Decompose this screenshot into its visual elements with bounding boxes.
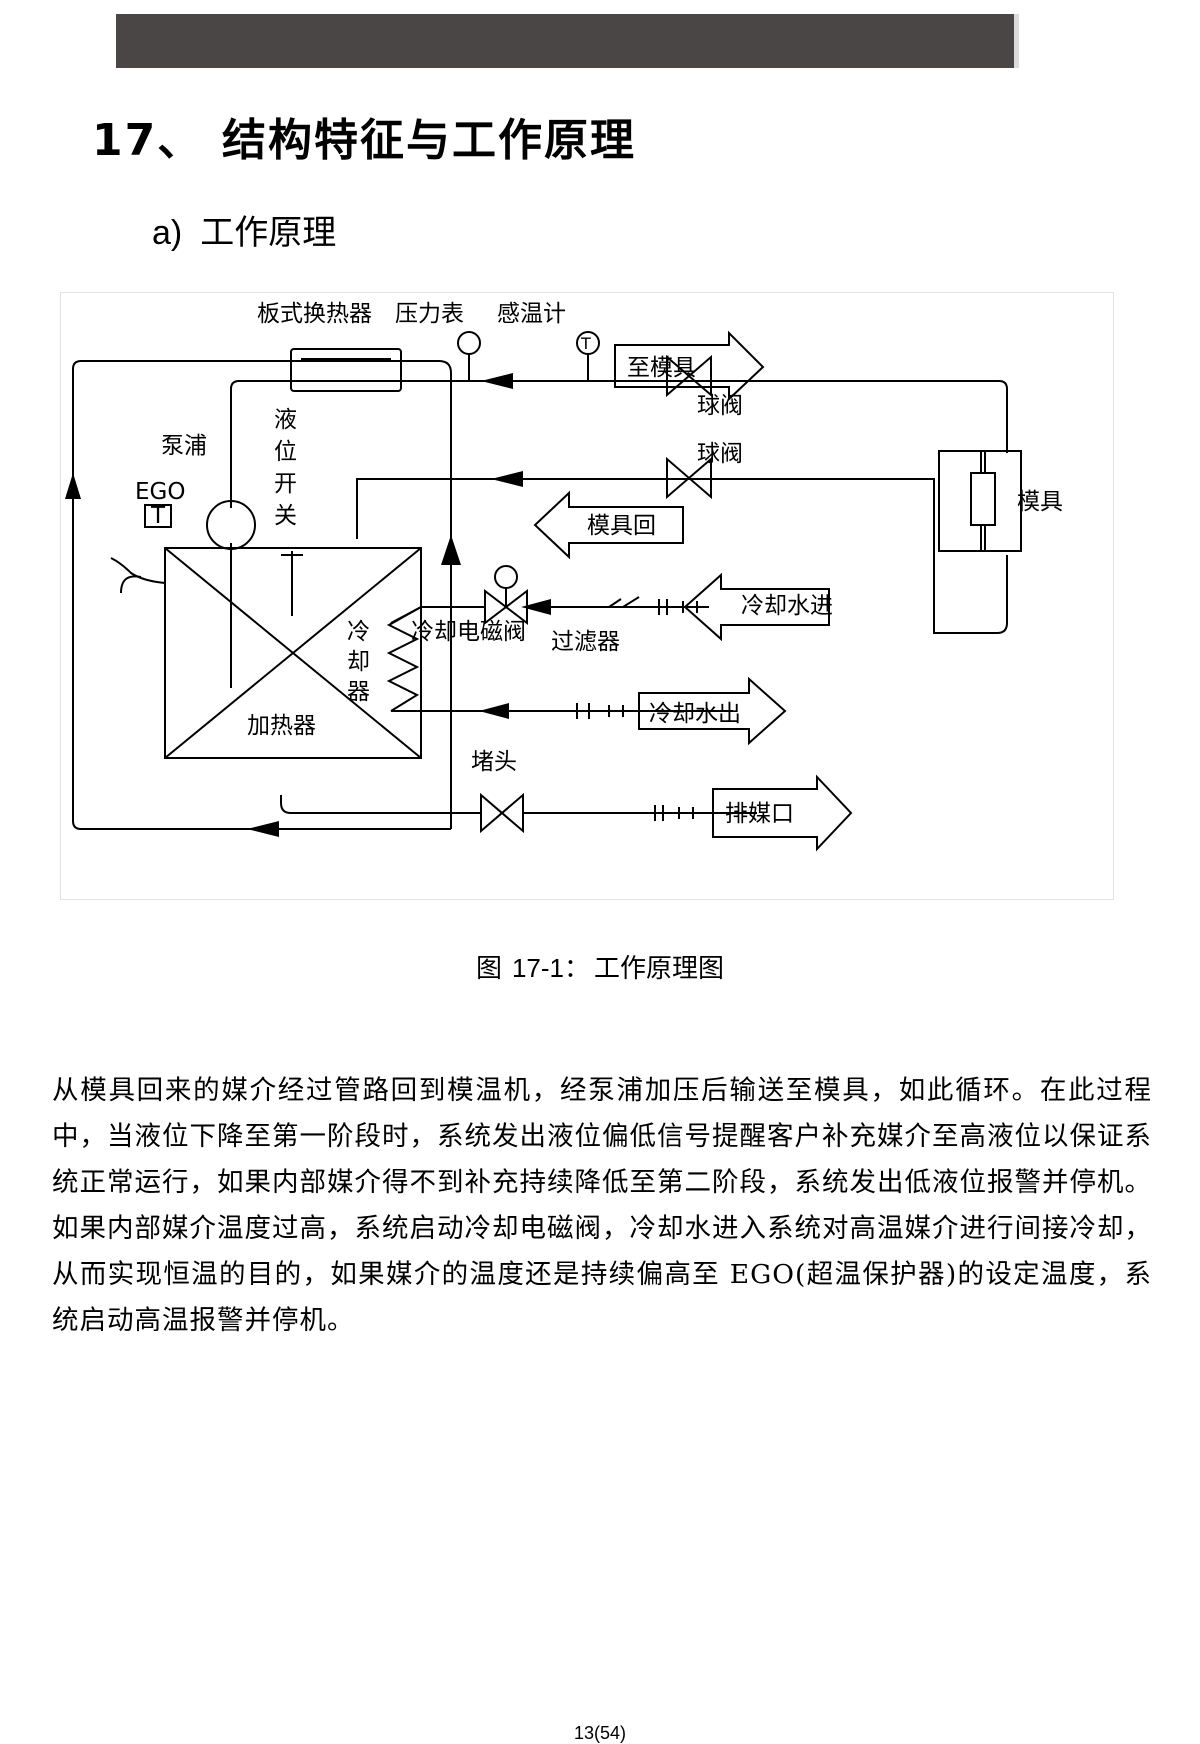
subsection-title: a) 工作原理 <box>152 205 336 254</box>
diagram-svg: 板式换热器 压力表 感温计 至模具 球阀 球阀 泵浦 液 位 开 关 EGO T… <box>65 301 1063 852</box>
label-cooler-2: 却 <box>347 649 370 675</box>
label-cooler-3: 器 <box>347 679 370 705</box>
label-pump: 泵浦 <box>161 433 207 459</box>
label-cooling-water-in: 冷却水进 <box>741 593 833 619</box>
caption-text: 工作原理图 <box>594 954 725 984</box>
label-plate-heat-exchanger: 板式换热器 <box>257 301 372 327</box>
label-ball-valve-top: 球阀 <box>697 393 743 419</box>
label-heater: 加热器 <box>247 713 316 739</box>
subsection-title-text: 工作原理 <box>200 213 337 253</box>
section-title: 17、结构特征与工作原理 <box>92 104 636 168</box>
label-level-switch-2: 位 <box>274 439 297 465</box>
subsection-letter: a) <box>152 214 183 252</box>
label-mold-return: 模具回 <box>587 513 656 539</box>
label-pressure-gauge: 压力表 <box>395 301 464 327</box>
section-number: 17、 <box>92 115 204 166</box>
body-paragraph: 从模具回来的媒介经过管路回到模温机，经泵浦加压后输送至模具，如此循环。在此过程中… <box>52 1075 1152 1336</box>
label-cooler-1: 冷 <box>347 619 370 645</box>
caption-prefix: 图 <box>475 954 502 984</box>
label-to-mold: 至模具 <box>627 355 696 381</box>
label-cooling-solenoid: 冷却电磁阀 <box>411 619 526 645</box>
label-plug: 堵头 <box>471 749 517 775</box>
label-level-switch-1: 液 <box>274 407 297 433</box>
label-cooling-water-out: 冷却水出 <box>649 701 741 727</box>
figure-caption: 图 17-1：工作原理图 <box>0 948 1200 985</box>
label-level-switch-4: 关 <box>274 503 297 529</box>
page-number: 13(54) <box>573 1723 627 1743</box>
label-thermometer: 感温计 <box>497 301 566 327</box>
label-ego-t: T <box>150 503 166 529</box>
label-ball-valve-mid: 球阀 <box>697 441 743 467</box>
label-thermometer-t: T <box>580 334 591 353</box>
label-filter: 过滤器 <box>551 629 620 655</box>
label-ego: EGO <box>135 479 185 505</box>
working-principle-diagram: 板式换热器 压力表 感温计 至模具 球阀 球阀 泵浦 液 位 开 关 EGO T… <box>60 292 1114 900</box>
caption-number: 17-1： <box>511 953 591 983</box>
label-mold: 模具 <box>1017 489 1063 515</box>
label-drain: 排媒口 <box>725 801 794 827</box>
section-title-text: 结构特征与工作原理 <box>222 115 636 166</box>
header-bar <box>116 14 1014 68</box>
label-level-switch-3: 开 <box>274 471 297 497</box>
